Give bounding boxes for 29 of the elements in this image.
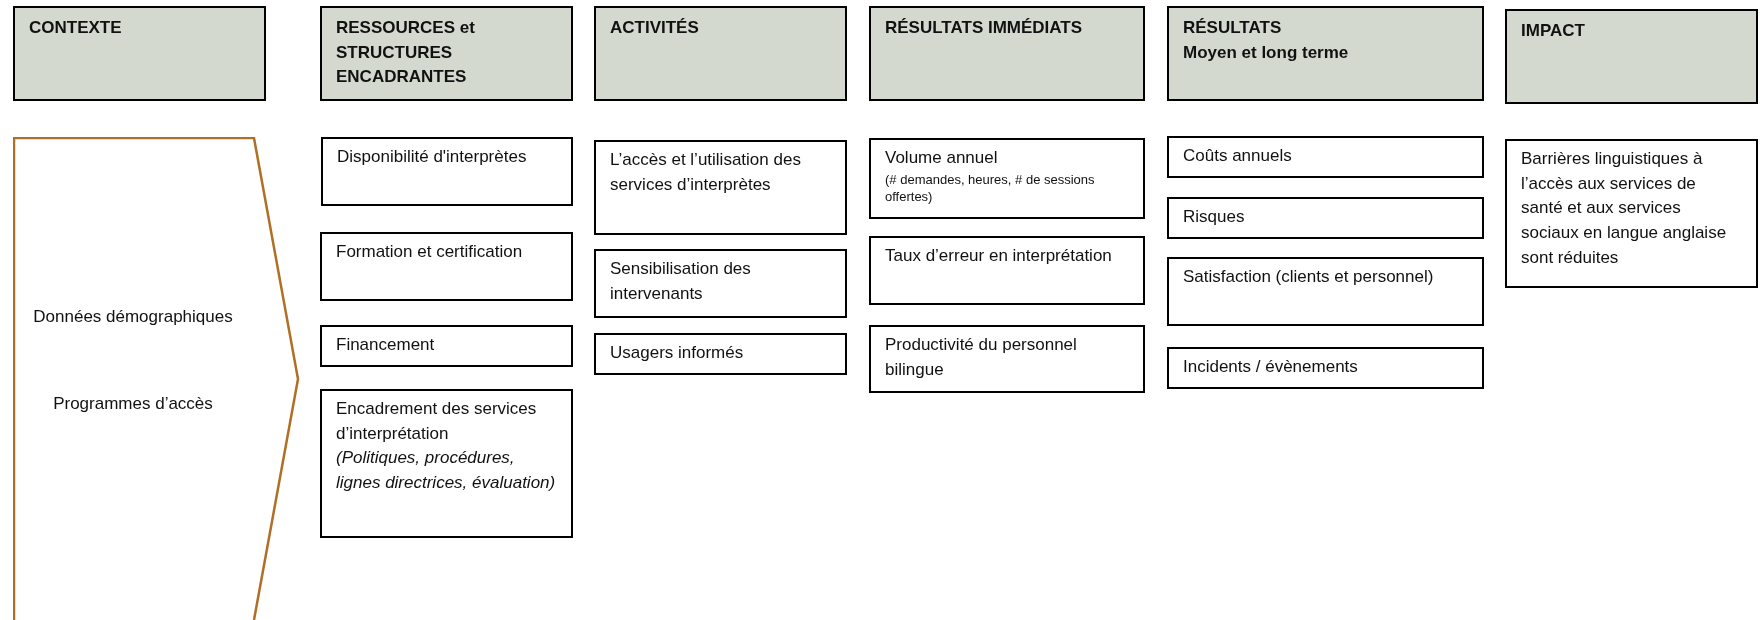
outcome-box: Coûts annuels [1167,136,1484,178]
header-line: Moyen et long terme [1183,41,1350,64]
column-header: CONTEXTE [13,6,266,101]
outcome-box [320,389,573,538]
column-header: IMPACT [1505,9,1758,104]
outcome-box: Incidents / évènements [1167,347,1484,389]
header-line: RÉSULTATS [1183,17,1283,39]
context-item: Programmes d’accès [52,393,214,415]
outcome-box: Taux d’erreur en interprétation [869,236,1145,305]
outcome-box: Formation et certification [320,232,573,301]
outcome-box: L’accès et l’utilisation des services d’interprètes [594,140,847,235]
note-text: (Politiques, procédures, lignes directrices, évaluation) [336,447,557,494]
outcome-box: Satisfaction (clients et personnel) [1167,257,1484,326]
context-item: Données démographiques [32,306,234,328]
column-header: ACTIVITÉS [594,6,847,101]
outcome-box: Sensibilisation des intervenants [594,249,847,318]
box-text: Volume annuel [885,147,999,169]
column-header [1167,6,1484,101]
box-text: Encadrement des services d’interprétation [336,398,538,445]
outcome-box: Disponibilité d'interprètes [321,137,573,206]
outcome-box: Risques [1167,197,1484,239]
outcome-box: Barrières linguistiques à l’accès aux services de santé et aux services sociaux en langue anglaise sont réduites [1505,139,1758,288]
column-header: RESSOURCES et STRUCTURES ENCADRANTES [320,6,573,101]
outcome-box: Usagers informés [594,333,847,375]
outcome-box [869,138,1145,219]
column-header: RÉSULTATS IMMÉDIATS [869,6,1145,101]
outcome-box: Financement [320,325,573,367]
outcome-box: Productivité du personnel bilingue [869,325,1145,393]
note-text: (# demandes, heures, # de sessions offertes) [885,170,1096,206]
